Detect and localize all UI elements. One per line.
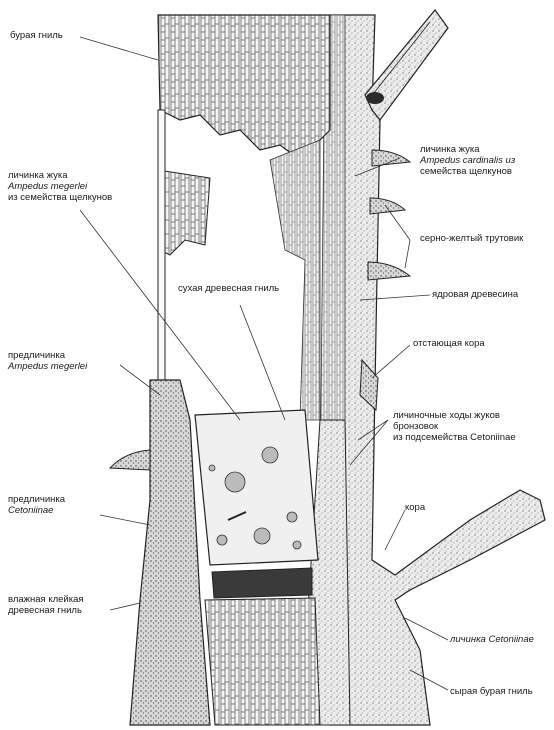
label-raw-brown-rot: сырая бурая гниль <box>450 686 533 697</box>
label-line: личинка Cetoniinae <box>450 634 534 645</box>
label-peeling-bark: отстающая кора <box>413 338 485 349</box>
label-larva-cetoniinae: личинка Cetoniinae <box>450 634 534 645</box>
label-prepupa-cetoniinae: предличинка Cetoniinae <box>8 494 65 516</box>
dark-rot-band <box>212 568 312 598</box>
label-larva-ampedus-megerlei: личинка жука Ampedus megerlei из семейст… <box>8 170 112 203</box>
label-line: влажная клейкая <box>8 594 84 605</box>
label-line: предличинка <box>8 494 65 505</box>
label-line: бурая гниль <box>10 30 63 41</box>
label-larva-ampedus-cardinalis: личинка жука Ampedus cardinalis из семей… <box>420 144 515 177</box>
label-line: Cetoniinae <box>8 505 65 516</box>
bracket-fungus-left <box>110 450 150 470</box>
label-line: семейства щелкунов <box>420 166 515 177</box>
label-line: ядровая древесина <box>432 289 518 300</box>
label-line: личиночные ходы жуков <box>393 410 516 421</box>
label-cetoniinae-tunnels: личиночные ходы жуков бронзовок из подсе… <box>393 410 516 443</box>
label-line: Ampedus megerlei <box>8 361 87 372</box>
label-line: из семейства щелкунов <box>8 192 112 203</box>
bracket-fungus-1 <box>372 150 410 166</box>
top-brown-rot <box>158 15 330 160</box>
label-line: предличинка <box>8 350 87 361</box>
label-pupa-ampedus: предличинка Ampedus megerlei <box>8 350 87 372</box>
label-bark: кора <box>405 502 425 513</box>
label-line: личинка жука <box>420 144 515 155</box>
label-line: Ampedus cardinalis из <box>420 155 515 166</box>
label-line: древесная гниль <box>8 605 84 616</box>
label-line: личинка жука <box>8 170 112 181</box>
label-line: серно-желтый трутовик <box>420 233 523 244</box>
label-line: бронзовок <box>393 421 516 432</box>
label-line: сухая древесная гниль <box>178 283 279 294</box>
bracket-fungus-2 <box>370 198 405 214</box>
label-sulphur-polypore: серно-желтый трутовик <box>420 233 523 244</box>
label-cetoniinae-family: из подсемейства Cetoniinae <box>393 432 516 443</box>
label-dry-wood-rot: сухая древесная гниль <box>178 283 279 294</box>
label-line: отстающая кора <box>413 338 485 349</box>
label-line: кора <box>405 502 425 513</box>
label-brown-rot-top: бурая гниль <box>10 30 63 41</box>
label-wet-sticky-rot: влажная клейкая древесная гниль <box>8 594 84 616</box>
bracket-fungus-3 <box>368 262 410 280</box>
label-line: сырая бурая гниль <box>450 686 533 697</box>
label-line: Ampedus megerlei <box>8 181 112 192</box>
label-line: из подсемейства Cetoniinae <box>393 432 516 443</box>
label-heartwood: ядровая древесина <box>432 289 518 300</box>
